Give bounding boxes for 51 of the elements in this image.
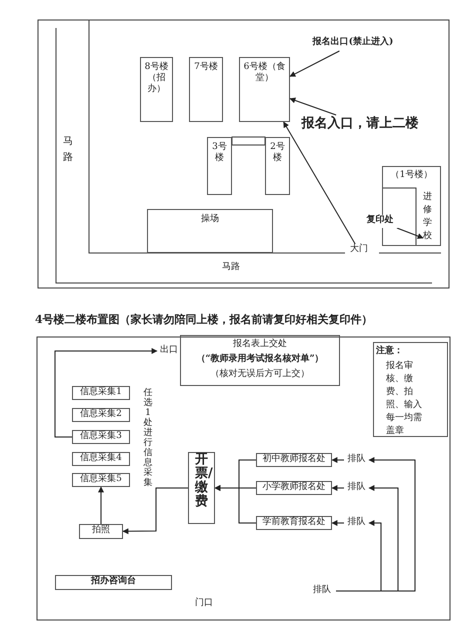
- queue-label: 排队: [344, 482, 369, 494]
- section-heading: 4号楼二楼布置图（家长请勿陪同上楼，报名前请复印好相关复印件）: [35, 314, 373, 325]
- gate-label: 大门: [347, 244, 371, 257]
- counter-title: 报名表上交处: [232, 339, 288, 350]
- station-box: 小学教师报名处: [256, 481, 332, 495]
- arrow: [289, 98, 337, 116]
- station-box: 信息采集2: [72, 408, 130, 422]
- queue-label: 排队: [308, 585, 336, 597]
- station-box: 拍照: [79, 524, 123, 539]
- desk-box: 招办咨询台: [55, 575, 172, 590]
- counter-note: （核对无误后方可上交）: [210, 369, 310, 380]
- notice-box: [373, 342, 448, 437]
- form-name: （“教师录用考试报名核对单”）: [195, 354, 325, 365]
- notice-text: 报名审核、缴费、拍照、输入每一均需盖章: [385, 360, 423, 438]
- arrow: [283, 121, 356, 244]
- station-box: 学前教育报名处: [256, 516, 332, 530]
- exit-label: 出口: [157, 345, 181, 357]
- arrow: [336, 520, 382, 592]
- road-label: 马路: [222, 262, 240, 273]
- building-box: 2号楼: [265, 137, 290, 195]
- arrow: [331, 457, 344, 463]
- station-box: 信息采集5: [72, 473, 130, 487]
- counter-box: [180, 335, 340, 386]
- arrow: [98, 486, 104, 524]
- building-box: 3号楼: [207, 137, 232, 195]
- building-box: 7号楼: [189, 57, 223, 122]
- queue-label: 排队: [344, 454, 369, 466]
- school-name: 进修学校: [422, 191, 433, 243]
- station-box: 信息采集3: [72, 430, 130, 444]
- notice-heading: 注意：: [375, 344, 404, 357]
- hint-text: 任选1处进行信息采集: [143, 388, 153, 488]
- arrow: [214, 485, 256, 524]
- arrow: [289, 50, 340, 77]
- arrow: [331, 520, 344, 526]
- arrow: [396, 228, 424, 239]
- arrow: [331, 485, 344, 491]
- playground-box: 操场: [147, 209, 273, 253]
- building-box: 6号楼（食堂）: [239, 57, 290, 122]
- arrow: [122, 488, 188, 534]
- queue-label: 排队: [344, 517, 369, 529]
- arrow: [54, 348, 158, 438]
- entrance-label: 报名入口，请上二楼: [298, 115, 422, 132]
- station-box: 信息采集4: [72, 452, 130, 466]
- door-label: 门口: [195, 598, 213, 609]
- station-box: 初中教师报名处: [256, 453, 332, 467]
- station-box: 信息采集1: [72, 386, 130, 400]
- exit-label: 报名出口(禁止进入): [305, 37, 401, 51]
- station-box: 开票/缴费: [188, 452, 215, 524]
- road-label: 马路: [63, 135, 74, 165]
- building-name: （1号楼）: [390, 170, 434, 181]
- building-box: 8号楼（招办）: [140, 57, 173, 122]
